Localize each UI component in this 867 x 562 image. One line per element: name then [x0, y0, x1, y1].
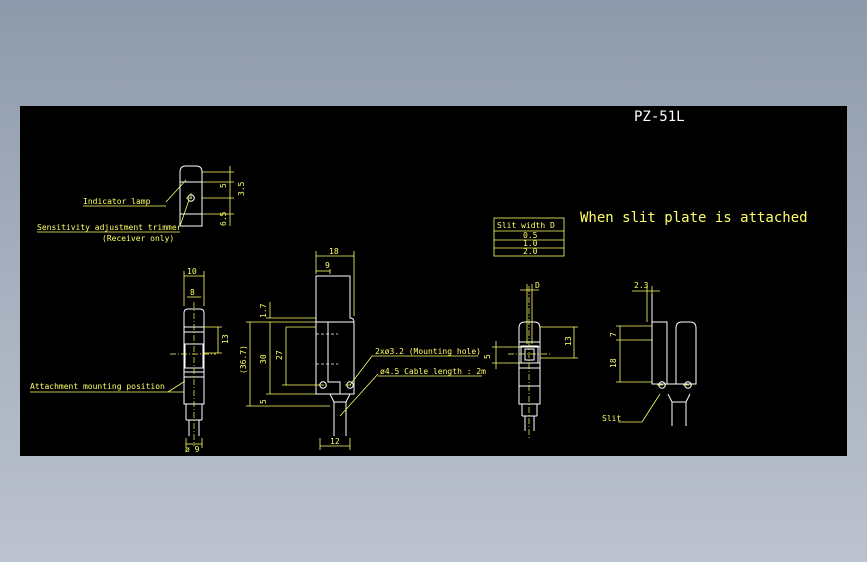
slit-width-table: Slit width D 0.5 1.0 2.0	[493, 217, 565, 257]
label-slit: Slit	[602, 414, 621, 423]
front-view-main: 18 9 1.7 (36.7) 30 27 5 12	[239, 247, 379, 450]
dim-5-front: 5	[259, 399, 268, 404]
slit-table-header: Slit width D	[497, 221, 555, 230]
label-attachment-position: Attachment mounting position	[30, 382, 165, 391]
label-sensitivity-trimmer: Sensitivity adjustment trimmer	[37, 223, 182, 232]
label-cable-length: ø4.5 Cable length : 2m	[380, 367, 486, 376]
label-mounting-hole: 2xø3.2 (Mounting hole)	[375, 347, 481, 356]
dim-5-slit: 5	[483, 354, 492, 359]
dim-5-top: 5	[219, 183, 228, 188]
dim-2-3: 2.3	[634, 281, 649, 290]
label-receiver-only: (Receiver only)	[102, 234, 174, 243]
dim-27: 27	[275, 350, 284, 360]
dim-D: D	[535, 281, 540, 290]
side-view-left: 10 8 13 ø 9	[170, 267, 230, 454]
side-view-slit: D 5 13	[483, 281, 578, 440]
dim-36-7: (36.7)	[239, 345, 248, 374]
slit-table-row-3: 2.0	[523, 247, 538, 256]
dim-8: 8	[190, 288, 195, 297]
label-indicator-lamp: Indicator lamp	[83, 197, 151, 206]
dim-13-right: 13	[564, 336, 573, 346]
dim-18: 18	[329, 247, 339, 256]
slit-note: When slit plate is attached	[580, 210, 808, 226]
dim-6-5: 6.5	[219, 211, 228, 226]
dim-3-5: 3.5	[237, 181, 246, 196]
dim-13-left: 13	[221, 334, 230, 344]
dim-9: 9	[325, 261, 330, 270]
slit-table-row-2: 1.0	[523, 239, 538, 248]
dim-10: 10	[187, 267, 197, 276]
front-view-slit: 2.3 7 18	[609, 281, 697, 426]
dim-phi-9: ø 9	[185, 445, 200, 454]
drawing-title: PZ-51L	[634, 109, 685, 125]
dim-7: 7	[609, 332, 618, 337]
cad-drawing: PZ-51L When slit plate is attached Slit …	[30, 109, 808, 454]
dim-1-7: 1.7	[259, 303, 268, 318]
dim-30: 30	[259, 354, 268, 364]
dim-18-slit: 18	[609, 358, 618, 368]
slit-table-row-1: 0.5	[523, 231, 538, 240]
drawing-viewport[interactable]: PZ-51L When slit plate is attached Slit …	[20, 106, 847, 456]
dim-12: 12	[330, 437, 340, 446]
top-view-detail: 5 3.5 6.5	[165, 165, 246, 227]
